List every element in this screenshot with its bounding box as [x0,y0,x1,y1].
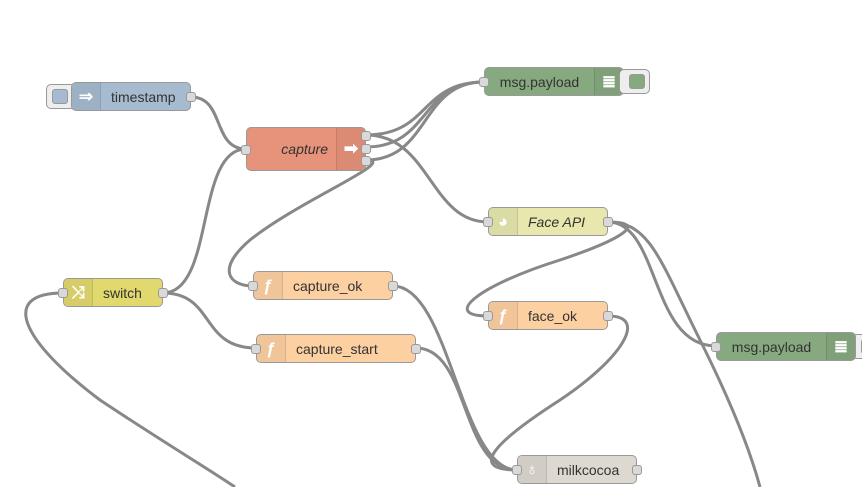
input-port[interactable] [483,217,493,227]
node-label: capture_start [296,340,378,357]
output-port[interactable] [632,465,642,475]
output-port-3[interactable] [361,156,371,166]
node-label: face_ok [528,307,578,324]
wire [607,220,717,348]
wire [365,80,485,162]
wire [392,284,518,472]
output-port[interactable] [186,92,196,102]
node-label: Face API [528,213,586,230]
output-port[interactable] [158,288,168,298]
node-debug-msg-payload-1[interactable]: msg.payload ≣ [479,67,624,96]
wire [162,147,247,295]
wire [162,291,257,350]
link-out-arrow-icon: ➡ [336,128,365,170]
debug-list-icon: ≣ [826,333,855,360]
node-capture[interactable]: capture ➡ [241,127,371,171]
node-label: msg.payload [731,338,812,355]
input-port[interactable] [483,311,493,321]
debug-list-icon: ≣ [594,68,623,95]
debug-toggle-button[interactable] [619,69,650,94]
output-port-1[interactable] [361,131,371,141]
node-label: capture [281,141,328,157]
wire [415,346,518,472]
output-port[interactable] [603,217,613,227]
output-port[interactable] [388,281,398,291]
wire [365,133,489,224]
node-milkcocoa[interactable]: ♁ milkcocoa [512,455,642,484]
output-port[interactable] [411,344,421,354]
node-face-api[interactable]: ◕ Face API [483,207,613,236]
node-timestamp[interactable]: ⇒ timestamp [71,82,196,111]
input-port[interactable] [711,342,721,352]
output-port[interactable] [603,311,613,321]
node-label: switch [103,284,142,301]
input-port[interactable] [479,77,489,87]
function-icon: ƒ [489,302,518,329]
globe-icon: ◕ [489,208,518,235]
node-switch[interactable]: ⤨ switch [58,278,168,307]
inject-arrow-icon: ⇒ [72,83,101,110]
node-capture-ok[interactable]: ƒ capture_ok [248,271,398,300]
switch-icon: ⤨ [64,279,93,306]
output-port-2[interactable] [361,144,371,154]
node-capture-start[interactable]: ƒ capture_start [251,334,421,363]
function-icon: ƒ [257,335,286,362]
input-port[interactable] [512,465,522,475]
wire [227,158,375,288]
node-label: timestamp [111,88,176,105]
function-icon: ƒ [254,272,283,299]
wire [190,95,247,151]
node-label: msg.payload [499,73,580,90]
input-port[interactable] [251,344,261,354]
node-label: milkcocoa [557,461,620,478]
node-debug-msg-payload-2[interactable]: msg.payload ≣ [711,332,856,361]
input-port[interactable] [241,145,251,155]
input-port[interactable] [248,281,258,291]
node-label: capture_ok [293,277,363,294]
wire [365,80,485,137]
wire [465,220,630,318]
wire [490,314,630,472]
input-port[interactable] [58,288,68,298]
wire [24,291,236,487]
wire [607,220,762,487]
node-face-ok[interactable]: ƒ face_ok [483,301,613,330]
milkcocoa-jug-icon: ♁ [518,456,547,483]
